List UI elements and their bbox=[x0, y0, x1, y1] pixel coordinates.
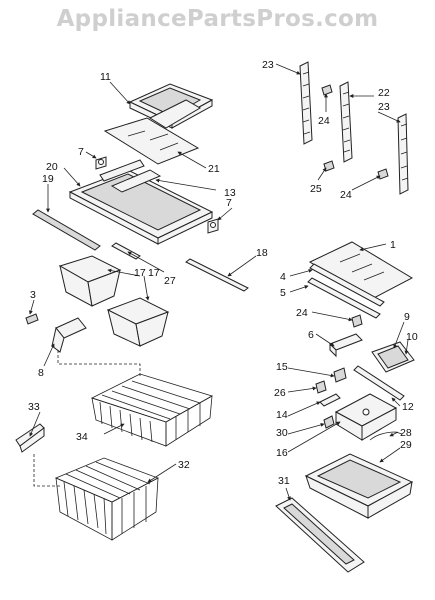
shelf-rail-left bbox=[299, 61, 313, 145]
callout-25: 25 bbox=[310, 183, 322, 195]
deli-drawer bbox=[128, 83, 214, 129]
shelf-trim-front bbox=[309, 263, 385, 307]
drawer-front-31 bbox=[275, 497, 365, 573]
rail-strip bbox=[185, 258, 249, 292]
callout-24-mid: 24 bbox=[296, 307, 308, 319]
callout-7-top: 7 bbox=[78, 146, 84, 158]
callout-20: 20 bbox=[46, 161, 58, 173]
callout-7-right: 7 bbox=[226, 197, 232, 209]
screw-mid bbox=[351, 314, 363, 328]
screw-left bbox=[25, 313, 39, 325]
callout-6: 6 bbox=[308, 329, 314, 341]
control-housing bbox=[334, 393, 398, 441]
shelf-frame bbox=[68, 159, 214, 245]
bracket-left bbox=[95, 156, 107, 170]
callout-1: 1 bbox=[390, 239, 396, 251]
hinge-bracket bbox=[371, 341, 415, 373]
watermark: AppliancePartsPros.com bbox=[56, 6, 379, 32]
callout-24-right: 24 bbox=[340, 189, 352, 201]
drawer-cover-small bbox=[51, 317, 87, 353]
callout-23-left: 23 bbox=[262, 59, 274, 71]
callout-26: 26 bbox=[274, 387, 286, 399]
wire-basket-upper bbox=[90, 373, 214, 447]
tube-28 bbox=[369, 431, 403, 441]
glass-shelf-upper bbox=[103, 117, 200, 165]
callout-28: 28 bbox=[400, 427, 412, 439]
screw-15 bbox=[333, 367, 347, 383]
callout-9: 9 bbox=[404, 311, 410, 323]
callout-14: 14 bbox=[276, 409, 288, 421]
callout-27: 27 bbox=[164, 275, 176, 287]
callout-5: 5 bbox=[280, 287, 286, 299]
callout-24-top: 24 bbox=[318, 115, 330, 127]
callout-34: 34 bbox=[76, 431, 88, 443]
callout-21: 21 bbox=[208, 163, 220, 175]
end-cap bbox=[329, 333, 363, 358]
callout-29: 29 bbox=[400, 439, 412, 451]
bracket-right bbox=[207, 218, 219, 234]
callout-33: 33 bbox=[28, 401, 40, 413]
crisper-pan-right bbox=[106, 297, 170, 347]
callout-32: 32 bbox=[178, 459, 190, 471]
callout-31: 31 bbox=[278, 475, 290, 487]
crisper-pan-left bbox=[58, 255, 122, 307]
shelf-rail-right bbox=[397, 113, 409, 195]
callout-11: 11 bbox=[100, 71, 111, 83]
callout-17-right: 17 bbox=[148, 267, 160, 279]
shelf-trim-rear bbox=[307, 277, 381, 319]
cover-strip bbox=[353, 365, 405, 401]
screw-26 bbox=[315, 380, 327, 394]
callout-16: 16 bbox=[276, 447, 288, 459]
callout-19: 19 bbox=[42, 173, 54, 185]
part-14 bbox=[319, 393, 341, 407]
basket-divider bbox=[15, 423, 45, 453]
callout-12: 12 bbox=[402, 401, 414, 413]
callout-labels: 11 21 7 20 13 19 7 18 27 17 17 3 8 33 34… bbox=[28, 59, 418, 487]
callout-15: 15 bbox=[276, 361, 288, 373]
callout-3: 3 bbox=[30, 289, 36, 301]
callout-18: 18 bbox=[256, 247, 268, 259]
trim-strip bbox=[32, 209, 101, 251]
screw-set bbox=[321, 84, 389, 180]
part-30 bbox=[323, 415, 335, 429]
callout-23-right: 23 bbox=[378, 101, 390, 113]
callout-22: 22 bbox=[378, 87, 390, 99]
callout-30: 30 bbox=[276, 427, 288, 439]
callout-17-left: 17 bbox=[134, 267, 146, 279]
meat-pan bbox=[304, 453, 414, 519]
shelf-rail-center bbox=[339, 81, 353, 163]
wire-basket-lower bbox=[54, 457, 159, 541]
callout-8: 8 bbox=[38, 367, 44, 379]
leader-lines bbox=[28, 63, 409, 501]
callout-4: 4 bbox=[280, 271, 286, 283]
callout-10: 10 bbox=[406, 331, 418, 343]
callout-13: 13 bbox=[224, 187, 236, 199]
